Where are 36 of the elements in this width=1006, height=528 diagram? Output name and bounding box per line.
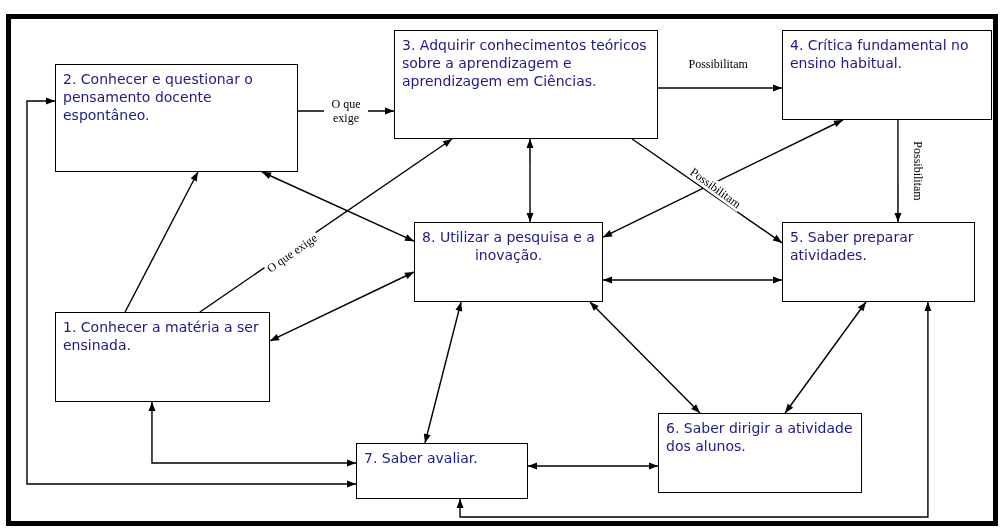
box-text: 3. Adquirir conhecimentos teóricos sobre a aprendizagem e aprendizagem em Ciências.: [402, 36, 648, 90]
arrow: [602, 119, 844, 238]
arrow: [261, 171, 415, 242]
arrow: [423, 301, 463, 444]
arrow: [894, 119, 902, 223]
process-box: [658, 413, 862, 493]
process-box: [55, 312, 270, 402]
edge-label: Possibilitam: [686, 56, 750, 71]
arrow: [297, 107, 395, 115]
process-box: [394, 30, 658, 139]
process-box: [55, 64, 298, 172]
box-text: 4. Crítica fundamental no ensino habitual.: [790, 36, 970, 72]
box-text: 1. Conhecer a matéria a ser ensinada.: [63, 318, 260, 354]
arrow: [631, 138, 783, 244]
arrow: [526, 138, 534, 223]
box-text: 7. Saber avaliar.: [364, 449, 479, 467]
process-box: [356, 443, 528, 499]
arrow: [784, 301, 867, 414]
arrow: [124, 171, 199, 313]
edge-label: Possibilitam: [911, 139, 926, 203]
box-text: 5. Saber preparar atividades.: [790, 228, 915, 264]
arrow: [269, 271, 415, 342]
box-text: 6. Saber dirigir a atividade dos alunos.: [666, 419, 854, 455]
arrow: [148, 401, 357, 467]
arrow: [456, 301, 932, 518]
box-text: 2. Conhecer e questionar o pensamento docente espontâneo.: [63, 70, 254, 124]
arrow: [657, 84, 783, 92]
process-box: [782, 222, 975, 302]
arrow: [26, 97, 357, 488]
arrow: [199, 138, 453, 313]
box-text: 8. Utilizar a pesquisa e a inovação.: [422, 228, 595, 264]
arrow: [602, 276, 783, 284]
arrow: [589, 301, 701, 414]
process-box: [414, 222, 603, 302]
process-box: [782, 30, 992, 120]
arrow: [527, 462, 659, 470]
